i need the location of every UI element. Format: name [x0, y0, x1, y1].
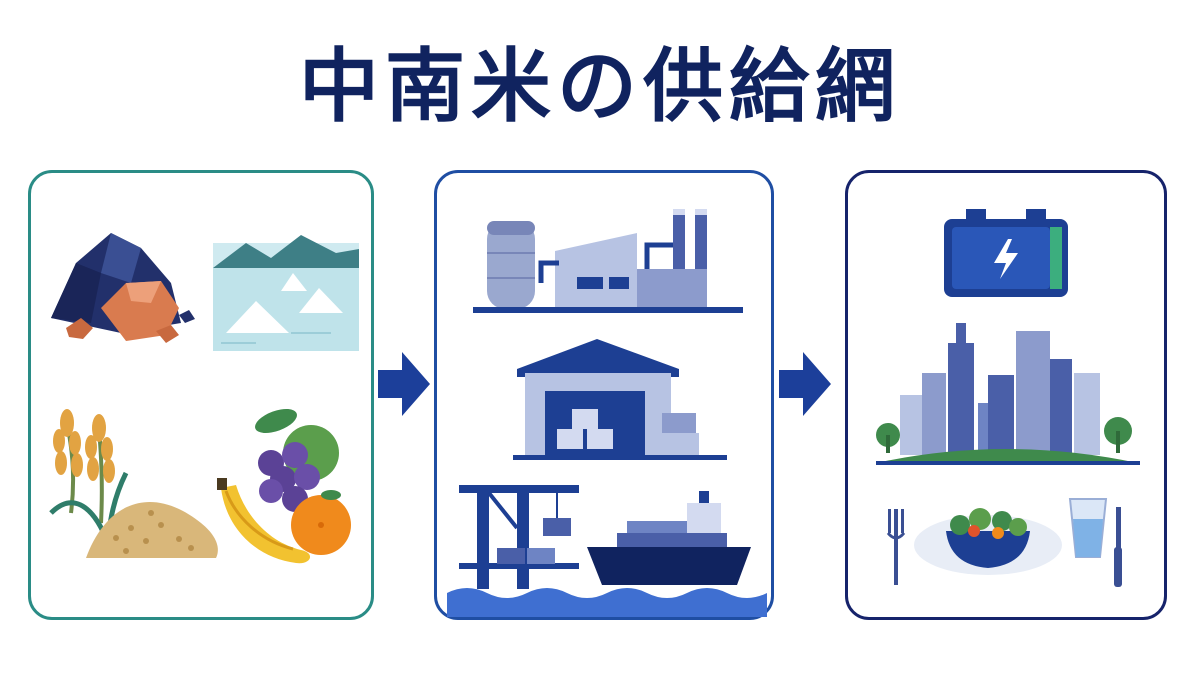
flow-arrow-icon [779, 352, 831, 416]
flow-arrow-icon [378, 352, 430, 416]
end-use-panel [845, 170, 1167, 620]
city-icon [876, 323, 1140, 465]
meal-icon [886, 498, 1122, 587]
wheat-grain-icon [49, 409, 218, 558]
processing-panel [434, 170, 774, 620]
port-ship-icon [447, 485, 767, 617]
ore-rocks-icon [51, 233, 195, 343]
battery-icon [944, 209, 1068, 297]
raw-materials-panel [28, 170, 374, 620]
page-title: 中南米の供給網 [299, 40, 901, 133]
fruits-icon [217, 408, 351, 564]
salt-flats-icon [213, 235, 359, 351]
factory-icon [473, 209, 743, 313]
warehouse-icon [513, 339, 727, 460]
